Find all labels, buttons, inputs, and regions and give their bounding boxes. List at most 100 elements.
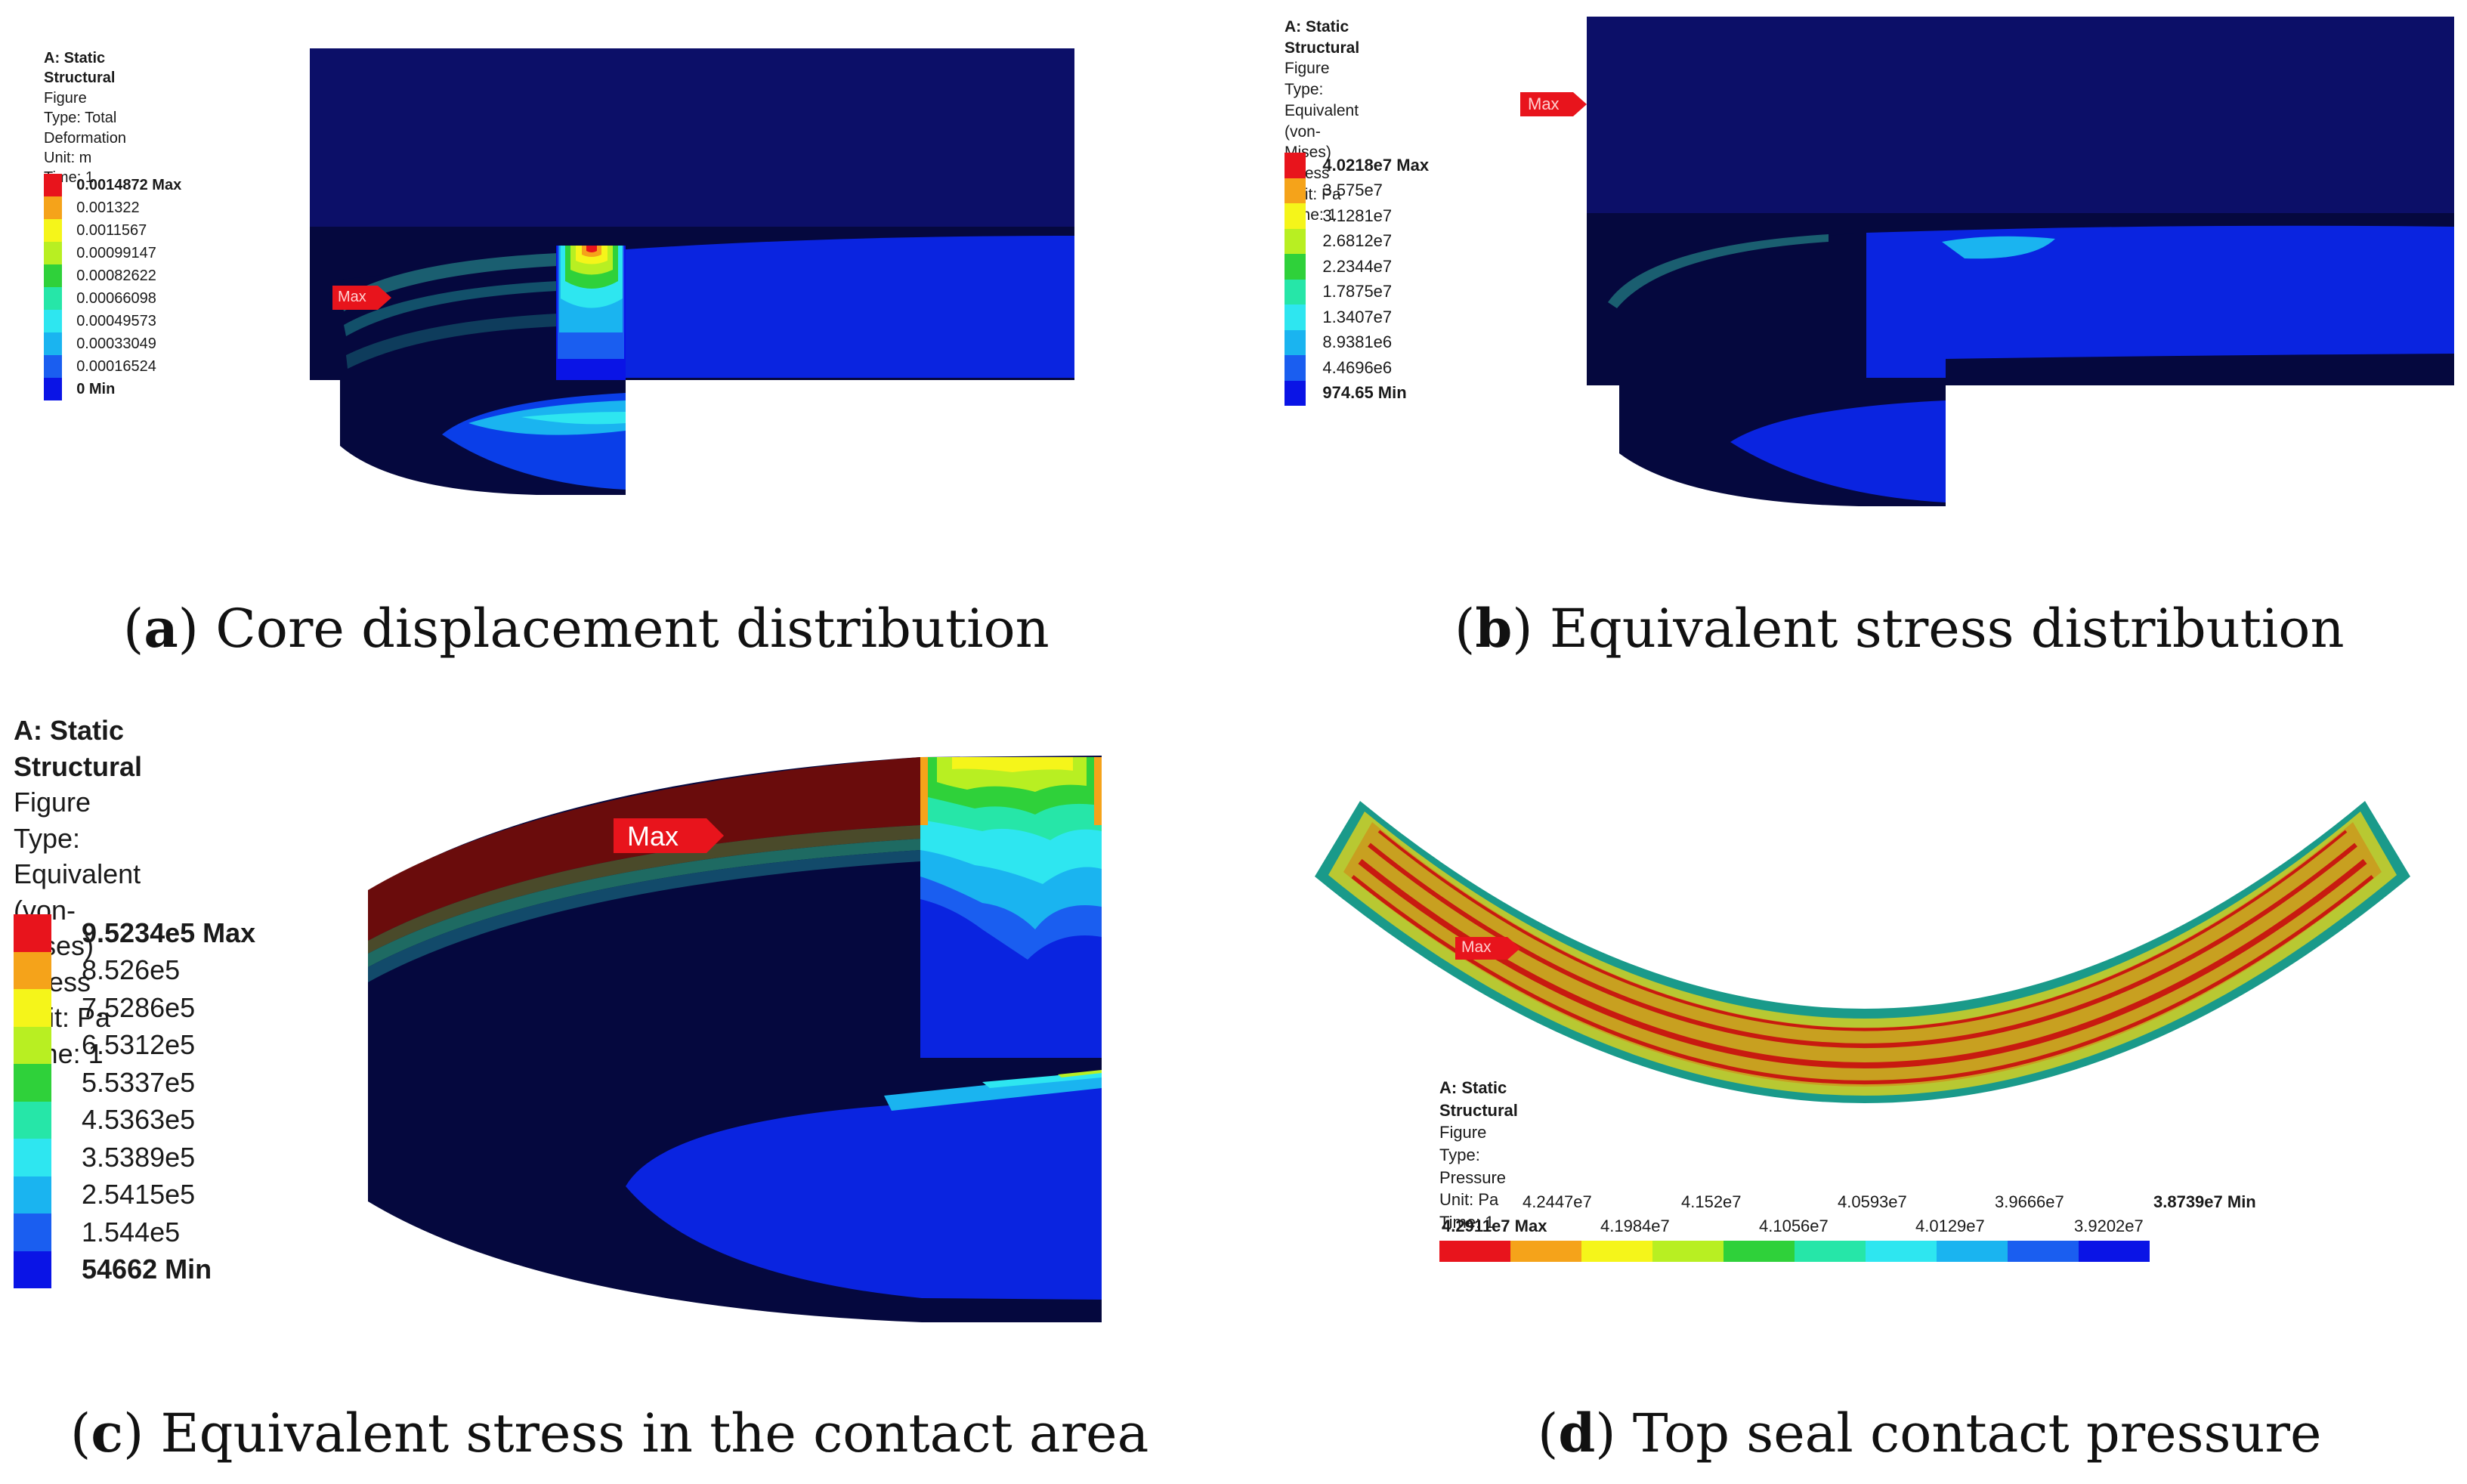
panel-a-legend-swatch — [44, 219, 62, 242]
panel-d-caption-letter: d — [1558, 1402, 1596, 1464]
panel-a-legend-label: 0.00099147 — [76, 244, 156, 261]
panel-b-legend-label: 3.575e7 — [1322, 181, 1383, 200]
panel-c-legend-swatch — [14, 989, 51, 1027]
panel-b-legend-label: 3.1281e7 — [1322, 206, 1393, 225]
panel-a-legend-entry: 0.0014872 Max — [44, 174, 181, 196]
panel-b-max-marker — [1520, 92, 1587, 116]
panel-c-legend-swatch — [14, 1026, 51, 1064]
panel-a-band-inner — [346, 314, 558, 369]
panel-b-legend-entry: 4.4696e6 — [1285, 355, 1392, 381]
panel-b-legend-entry: 1.7875e7 — [1285, 279, 1393, 305]
panel-c-legend-label: 4.5363e5 — [82, 1104, 196, 1136]
panel-a-legend-swatch — [44, 378, 62, 400]
panel-b-cut-section — [1866, 230, 1946, 378]
panel-d-legend-bar-swatch — [1866, 1241, 1937, 1262]
panel-d-info-figure: Figure — [1439, 1123, 1487, 1142]
panel-a-legend-swatch — [44, 332, 62, 355]
panel-d-legend-top-1: 4.152e7 — [1681, 1192, 1742, 1211]
panel-d-legend-top-0: 4.2447e7 — [1523, 1192, 1592, 1211]
panel-c-rim-band-2 — [368, 839, 920, 967]
panel-b-legend-swatch — [1285, 329, 1306, 355]
panel-b-legend-label: 4.4696e6 — [1322, 357, 1393, 377]
panel-c-legend-swatch — [14, 914, 51, 952]
panel-c-legend-entry: 3.5389e5 — [14, 1139, 195, 1176]
panel-b-legend-entry: 8.9381e6 — [1285, 329, 1392, 355]
panel-c-legend-swatch — [14, 1064, 51, 1102]
panel-c-legend-swatch — [14, 1213, 51, 1251]
panel-b-caption-text: Equivalent stress distribution — [1549, 598, 2345, 660]
panel-a-legend-entry: 0.00016524 — [44, 355, 156, 378]
panel-b-legend-swatch — [1285, 305, 1306, 330]
panel-b-info-figure: Figure — [1285, 60, 1330, 78]
panel-d-max-marker — [1455, 937, 1520, 960]
panel-b-slab-top — [1587, 17, 2454, 213]
panel-a-slab-top — [310, 48, 1074, 227]
panel-a-legend-swatch — [44, 355, 62, 378]
panel-d-legend-bar-swatch — [2079, 1241, 2150, 1262]
panel-d-info: A: Static Structural Figure Type: Pressu… — [1439, 1077, 1518, 1234]
panel-b-legend-swatch — [1285, 279, 1306, 305]
panel-a-legend-label: 0.00066098 — [76, 289, 156, 307]
panel-c-legend-entry: 1.544e5 — [14, 1213, 180, 1251]
panel-a-legend-entry: 0.00099147 — [44, 242, 156, 264]
panel-c-info-type: Type: Equivalent (von-Mises) Stress — [14, 822, 141, 997]
panel-d-seal-core — [1343, 822, 2382, 1087]
panel-d-legend-bottom-4: 3.9202e7 — [2074, 1217, 2144, 1235]
panel-c-legend-swatch — [14, 1251, 51, 1288]
panel-a-max-label: Max — [338, 289, 366, 305]
panel-d-legend-bar-swatch — [1795, 1241, 1866, 1262]
panel-d-legend-bottom-3: 4.0129e7 — [1915, 1217, 1985, 1235]
panel-b-floor — [1730, 400, 1946, 502]
panel-c-legend-label: 9.5234e5 Max — [82, 917, 256, 948]
panel-b-contact-wedge — [1946, 225, 2454, 359]
panel-c-floor-strip-3 — [1058, 1070, 1102, 1077]
panel-a-legend-label: 0 Min — [76, 380, 116, 397]
panel-d-legend-bar-swatch — [1723, 1241, 1795, 1262]
panel-c-legend-swatch — [14, 1101, 51, 1139]
panel-c-max-label: Max — [627, 821, 679, 852]
panel-a-legend-swatch — [44, 310, 62, 332]
panel-d-legend-bar-swatch — [2008, 1241, 2079, 1262]
panel-b-legend-label: 2.6812e7 — [1322, 231, 1393, 251]
panel-b-legend-entry: 3.575e7 — [1285, 178, 1383, 203]
panel-a-legend-entry: 0 Min — [44, 378, 115, 400]
panel-c-caption-text: Equivalent stress in the contact area — [160, 1402, 1149, 1464]
panel-b-info-title: A: Static Structural — [1285, 18, 1360, 57]
panel-b-max-label: Max — [1528, 94, 1560, 113]
panel-a-info-unit: Unit: m — [44, 149, 92, 166]
panel-a-legend-swatch — [44, 264, 62, 287]
panel-a-info-type: Type: Total Deformation — [44, 110, 126, 147]
panel-a-legend-label: 0.00049573 — [76, 312, 156, 329]
panel-c-caption: (c) Equivalent stress in the contact are… — [70, 1402, 1149, 1464]
panel-c-max-marker — [614, 818, 724, 853]
panel-a-legend-swatch — [44, 196, 62, 219]
panel-c-legend-entry: 4.5363e5 — [14, 1101, 196, 1139]
panel-d-legend-bar-swatch — [1439, 1241, 1510, 1262]
panel-b-legend-label: 4.0218e7 Max — [1322, 155, 1430, 175]
panel-d-legend-bar-swatch — [1510, 1241, 1581, 1262]
panel-b-legend-swatch — [1285, 203, 1306, 229]
panel-b-legend-entry: 2.2344e7 — [1285, 254, 1392, 280]
panel-c-info-figure: Figure — [14, 787, 91, 818]
panel-d-info-time: Time: 1 — [1439, 1213, 1495, 1232]
panel-d-streak-3 — [1351, 875, 2374, 1084]
panel-b-legend-label: 1.7875e7 — [1322, 282, 1393, 301]
panel-a-band-mid — [344, 281, 558, 336]
panel-b-legend-entry: 3.1281e7 — [1285, 203, 1392, 229]
panel-a-caption: (a) Core displacement distribution — [123, 597, 1050, 660]
panel-a-band-outer — [342, 253, 558, 311]
panel-a-legend-entry: 0.00033049 — [44, 332, 156, 355]
panel-b-legend-label: 974.65 Min — [1322, 383, 1407, 403]
panel-c-legend-label: 8.526e5 — [82, 954, 181, 986]
panel-d-legend-bar-swatch — [1937, 1241, 2008, 1262]
panel-c-floor — [626, 1073, 1102, 1300]
panel-a-cut-contour-8 — [586, 246, 597, 252]
panel-c-info-title: A: Static Structural — [14, 715, 143, 782]
panel-c-legend-swatch — [14, 951, 51, 989]
panel-b-legend-swatch — [1285, 355, 1306, 381]
panel-a-caption-text: Core displacement distribution — [215, 598, 1050, 660]
panel-c-cut-edge-left — [920, 757, 928, 825]
panel-b-band — [1608, 234, 1829, 308]
